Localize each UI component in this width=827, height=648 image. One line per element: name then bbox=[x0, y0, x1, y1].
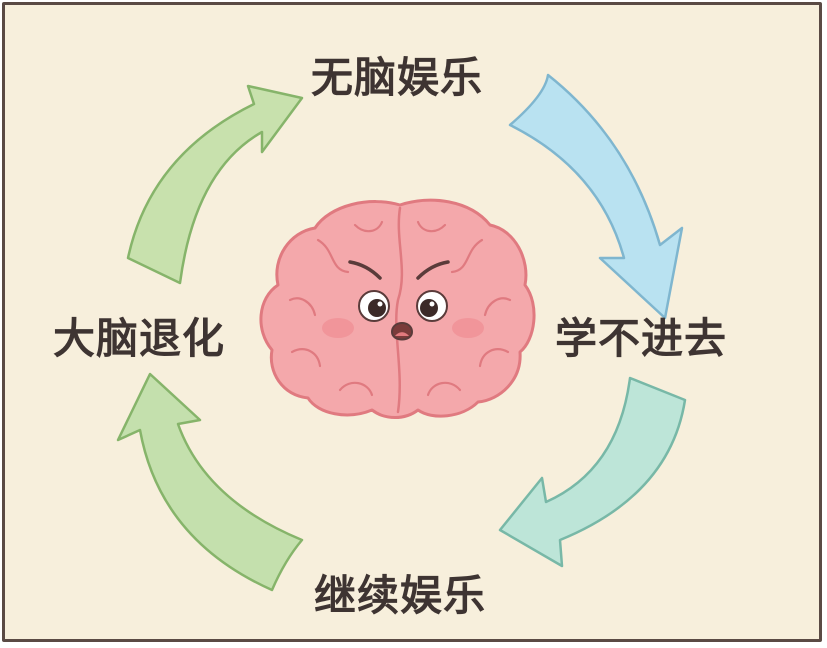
arrow-left-to-top bbox=[126, 84, 304, 285]
arrow-bottom-to-left bbox=[116, 372, 304, 592]
brain-face-icon bbox=[259, 198, 536, 419]
cycle-label-left: 大脑退化 bbox=[53, 314, 226, 363]
arrow-right-to-bottom bbox=[498, 376, 687, 568]
cycle-label-right: 学不进去 bbox=[555, 314, 728, 363]
cycle-label-top: 无脑娱乐 bbox=[311, 53, 484, 102]
arrow-top-to-right bbox=[508, 73, 684, 320]
cycle-label-bottom: 继续娱乐 bbox=[314, 571, 487, 620]
brain-right-eye bbox=[416, 290, 448, 322]
brain-mouth bbox=[390, 322, 414, 341]
brain-left-eye bbox=[358, 290, 390, 322]
